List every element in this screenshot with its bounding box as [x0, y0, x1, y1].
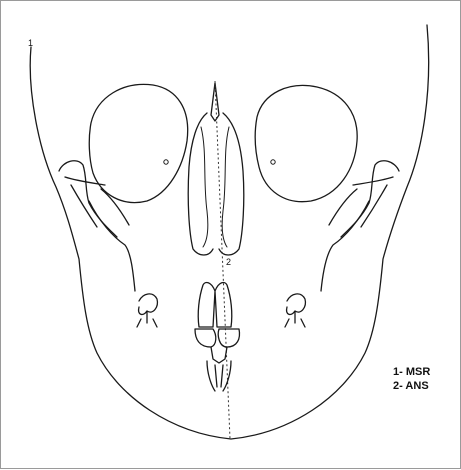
right-zygomatic-arch [341, 161, 399, 237]
left-orbit-point [164, 160, 168, 164]
legend-item-msr: 1- MSR [393, 365, 430, 379]
right-zygoma-inner [329, 177, 393, 227]
right-orbit-point [271, 160, 275, 164]
right-molar [285, 294, 305, 327]
ans-marker: 2 [226, 258, 231, 267]
legend-item-ans: 2- ANS [393, 379, 430, 393]
left-nasal-concha [201, 127, 208, 247]
left-zygoma-inner [65, 177, 129, 227]
upper-incisors [198, 283, 232, 327]
right-nasal-concha [222, 127, 229, 247]
msr-marker: 1 [28, 39, 33, 48]
nasal-bones [211, 83, 219, 121]
incisor-crowns [195, 329, 240, 347]
left-molar [137, 294, 157, 327]
right-maxilla-lateral [321, 201, 369, 291]
left-zygomatic-arch [59, 161, 117, 237]
legend: 1- MSR 2- ANS [393, 365, 430, 393]
right-orbit [255, 85, 357, 201]
nasal-cavity-left [188, 113, 213, 255]
